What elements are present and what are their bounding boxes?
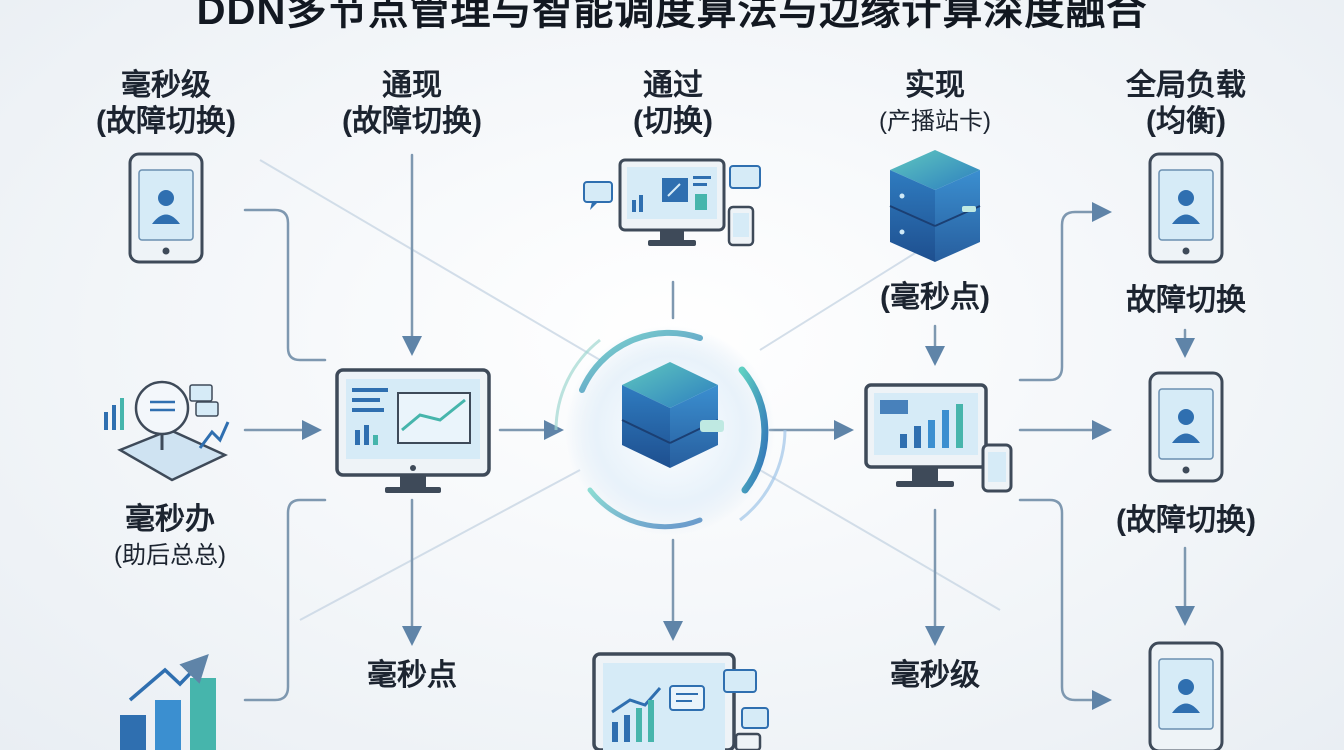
label-line: (故障切换) bbox=[342, 105, 482, 138]
server-caption: (毫秒点) bbox=[880, 281, 990, 314]
monitor-with-chat-icon bbox=[583, 158, 761, 247]
label-line: (产播站卡) bbox=[879, 108, 991, 135]
col3-top-label: 通过 (切换) bbox=[633, 68, 713, 140]
label-line: 通过 bbox=[642, 69, 703, 102]
label-line: 全局负载 bbox=[1126, 69, 1246, 102]
label-line: 实现 bbox=[904, 69, 965, 102]
page-title: DDN多节点管理与智能调度算法与边缘计算深度融合 bbox=[196, 0, 1148, 33]
label-line: (切换) bbox=[633, 105, 713, 138]
col2-top-label: 通现 (故障切换) bbox=[342, 68, 482, 140]
label-line: (助后总总) bbox=[114, 542, 226, 569]
right-mid-caption: 故障切换 bbox=[1126, 284, 1246, 317]
col1-top-label: 毫秒级 (故障切换) bbox=[96, 68, 236, 140]
col4-top-label: 实现 (产播站卡) bbox=[879, 68, 991, 140]
bottom-right-caption: 毫秒级 bbox=[890, 659, 980, 692]
label-line: 毫秒级 bbox=[120, 69, 211, 102]
central-hub bbox=[554, 325, 787, 535]
monitor-with-phone-icon bbox=[864, 383, 1013, 493]
desktop-monitor-icon bbox=[335, 368, 491, 493]
phone-icon bbox=[1148, 641, 1224, 750]
hub-cube-icon bbox=[621, 362, 724, 468]
label-line: 通现 bbox=[381, 69, 442, 102]
phone-icon bbox=[1148, 152, 1224, 264]
right-low-caption: (故障切换) bbox=[1116, 504, 1256, 537]
left-mid-label: 毫秒办 (助后总总) bbox=[114, 502, 226, 574]
label-line: (故障切换) bbox=[96, 105, 236, 138]
chat-map-icon bbox=[104, 380, 230, 482]
laptop-with-chat-icon bbox=[592, 652, 769, 750]
phone-icon bbox=[1148, 371, 1224, 483]
label-line: (均衡) bbox=[1146, 105, 1226, 138]
col5-top-label: 全局负载 (均衡) bbox=[1126, 68, 1246, 140]
server-stack-icon bbox=[889, 150, 981, 262]
phone-icon bbox=[128, 152, 204, 264]
label-line: 毫秒办 bbox=[124, 503, 215, 536]
bottom-left-caption: 毫秒点 bbox=[367, 659, 457, 692]
bar-chart-icon bbox=[120, 653, 216, 750]
